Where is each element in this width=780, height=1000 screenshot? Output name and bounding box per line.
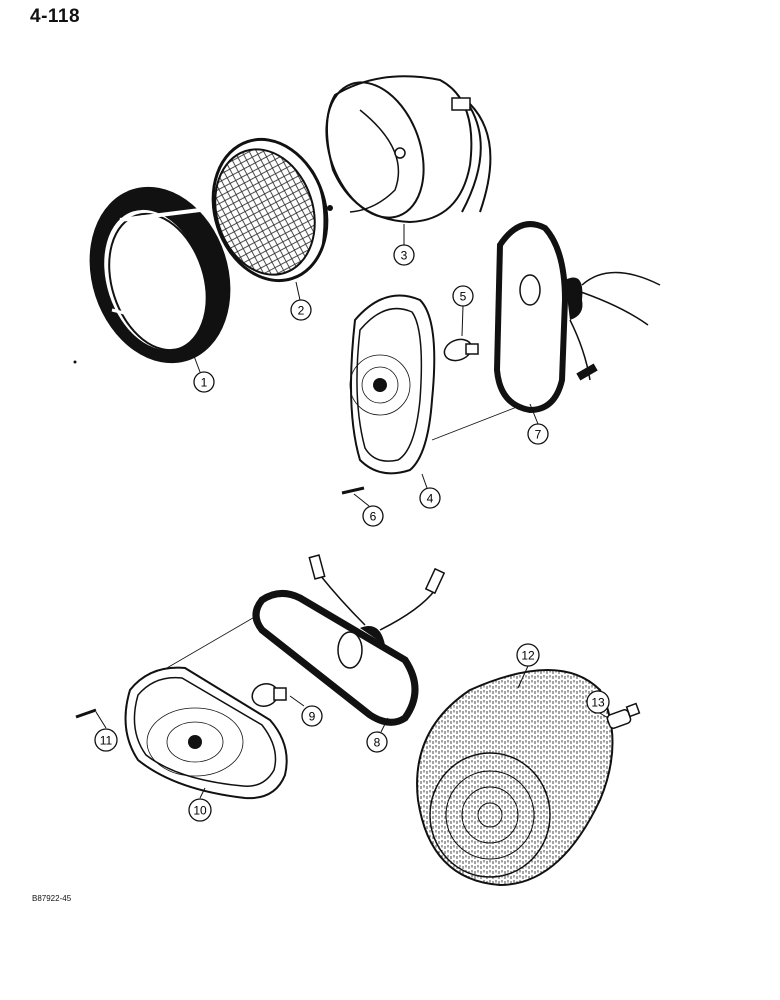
- callout-12: 12: [516, 643, 540, 667]
- svg-text:2: 2: [298, 304, 305, 318]
- callout-6: 6: [362, 505, 384, 527]
- callout-1: 1: [193, 371, 215, 393]
- svg-text:12: 12: [521, 649, 535, 663]
- lower-lens: [124, 666, 288, 800]
- svg-text:13: 13: [591, 696, 605, 710]
- callout-13: 13: [586, 690, 610, 714]
- svg-text:9: 9: [309, 710, 316, 724]
- figure-code: B87922-45: [32, 894, 72, 903]
- upper-bulb: [443, 338, 479, 362]
- callout-11: 11: [94, 728, 118, 752]
- upper-lamp-housing: [431, 221, 661, 441]
- callout-4: 4: [419, 487, 441, 509]
- lower-lamp-housing: [159, 554, 446, 726]
- callout-3: 3: [393, 244, 415, 266]
- upper-lens-screw: [341, 486, 365, 495]
- svg-text:10: 10: [193, 804, 207, 818]
- svg-text:8: 8: [374, 736, 381, 750]
- lower-lens-screw: [75, 708, 97, 719]
- svg-text:3: 3: [401, 249, 408, 263]
- sealed-beam-lamp: [211, 137, 333, 283]
- callout-2: 2: [290, 299, 312, 321]
- page-number: 4-118: [30, 6, 81, 27]
- svg-text:7: 7: [535, 428, 542, 442]
- svg-text:5: 5: [460, 290, 467, 304]
- headlight-housing: [325, 75, 492, 224]
- callout-7: 7: [527, 423, 549, 445]
- leader-lines: [95, 224, 609, 799]
- stray-dot: [73, 360, 77, 364]
- upper-lens: [349, 294, 436, 475]
- callout-10: 10: [188, 798, 212, 822]
- svg-text:11: 11: [100, 734, 113, 748]
- wedge-bulb: [606, 702, 641, 729]
- callout-5: 5: [452, 285, 474, 307]
- svg-text:1: 1: [201, 376, 208, 390]
- lower-bulb: [251, 682, 287, 708]
- round-lamp-lens: [416, 669, 614, 887]
- svg-text:6: 6: [370, 510, 377, 524]
- headlight-retainer-ring: [89, 186, 231, 364]
- svg-text:4: 4: [427, 492, 434, 506]
- callout-8: 8: [366, 731, 388, 753]
- callout-9: 9: [301, 705, 323, 727]
